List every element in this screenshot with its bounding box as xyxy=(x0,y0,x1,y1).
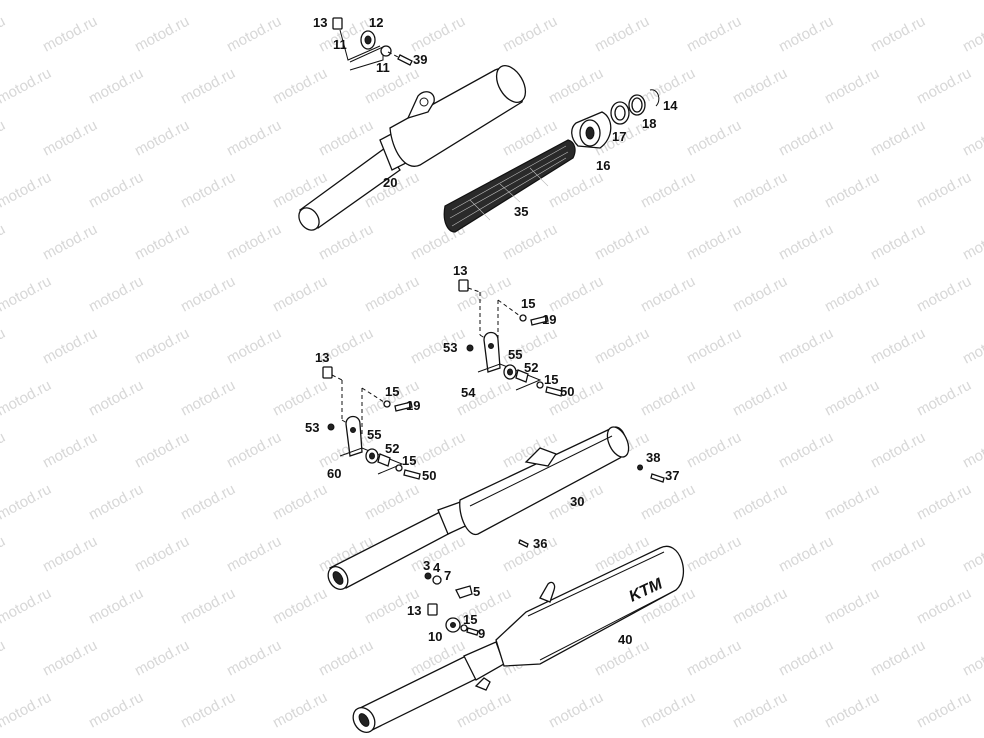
callout-50: 50 xyxy=(560,384,574,399)
callout-7: 7 xyxy=(444,568,451,583)
ring-18 xyxy=(628,94,646,116)
callout-40: 40 xyxy=(618,632,632,647)
callout-35: 35 xyxy=(514,204,528,219)
bracket-60 xyxy=(322,366,421,480)
callout-14: 14 xyxy=(663,98,678,113)
callout-17: 17 xyxy=(612,129,626,144)
callout-15: 15 xyxy=(463,612,477,627)
callout-53: 53 xyxy=(443,340,457,355)
clip-14 xyxy=(649,89,660,107)
callout-4: 4 xyxy=(433,560,441,575)
callout-39: 39 xyxy=(413,52,427,67)
callout-3: 3 xyxy=(423,558,430,573)
callout-13: 13 xyxy=(453,263,467,278)
callout-15: 15 xyxy=(402,453,416,468)
callout-13: 13 xyxy=(407,603,421,618)
callout-16: 16 xyxy=(596,158,610,173)
end-cap-16 xyxy=(571,111,612,149)
callout-54: 54 xyxy=(461,385,476,400)
bracket-54 xyxy=(458,279,563,397)
callout-12: 12 xyxy=(369,15,383,30)
silencer-30 xyxy=(327,426,665,590)
callout-11: 11 xyxy=(376,60,390,75)
callout-15: 15 xyxy=(385,384,399,399)
callout-38: 38 xyxy=(646,450,660,465)
callout-19: 19 xyxy=(406,398,420,413)
callout-52: 52 xyxy=(524,360,538,375)
callout-9: 9 xyxy=(478,626,485,641)
callout-53: 53 xyxy=(305,420,319,435)
callout-15: 15 xyxy=(544,372,558,387)
callout-37: 37 xyxy=(665,468,679,483)
callout-15: 15 xyxy=(521,296,535,311)
heat-shield-35 xyxy=(443,139,576,233)
callout-36: 36 xyxy=(533,536,547,551)
callout-19: 19 xyxy=(542,312,556,327)
fasteners-40 xyxy=(424,572,479,636)
callout-60: 60 xyxy=(327,466,341,481)
silencer-40: KTM xyxy=(352,545,685,733)
callout-13: 13 xyxy=(313,15,327,30)
callout-30: 30 xyxy=(570,494,584,509)
callout-52: 52 xyxy=(385,441,399,456)
callout-11: 11 xyxy=(333,37,347,52)
callout-18: 18 xyxy=(642,116,656,131)
silencer-20 xyxy=(298,65,527,231)
callout-20: 20 xyxy=(383,175,397,190)
callout-50: 50 xyxy=(422,468,436,483)
callout-10: 10 xyxy=(428,629,442,644)
callout-55: 55 xyxy=(508,347,522,362)
callout-5: 5 xyxy=(473,584,480,599)
callout-13: 13 xyxy=(315,350,329,365)
bracket-upper-20 xyxy=(332,17,413,71)
callout-55: 55 xyxy=(367,427,381,442)
ring-17 xyxy=(610,101,630,125)
callout-labels: 13 12 11 11 39 14 17 18 16 20 35 13 15 1… xyxy=(305,15,679,647)
